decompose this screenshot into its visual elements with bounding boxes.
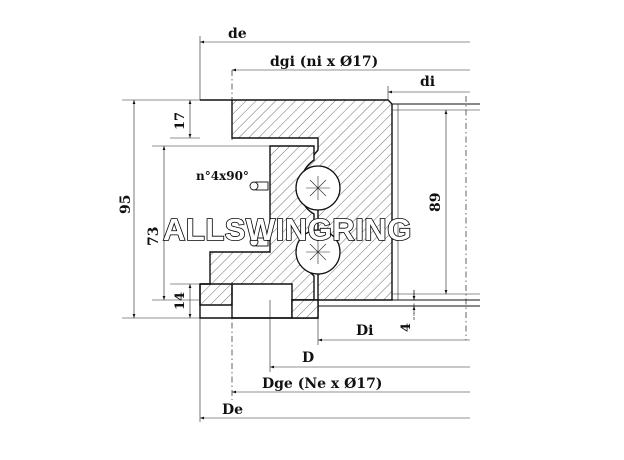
label-95: 95 bbox=[118, 195, 134, 214]
label-D: D bbox=[302, 350, 314, 366]
dim-de: de bbox=[199, 26, 470, 100]
dim-di: di bbox=[387, 74, 470, 100]
dim-14: 14 bbox=[170, 283, 200, 318]
label-4: 4 bbox=[399, 323, 414, 332]
label-Dge: Dge (Ne x Ø17) bbox=[262, 376, 382, 392]
ball-lower bbox=[295, 229, 341, 275]
label-17: 17 bbox=[173, 112, 188, 130]
label-De: De bbox=[222, 402, 243, 418]
ball-upper bbox=[295, 165, 341, 211]
label-de: de bbox=[228, 26, 247, 42]
label-Di: Di bbox=[356, 323, 373, 339]
label-di: di bbox=[420, 74, 435, 90]
grease-nipple-upper bbox=[249, 181, 269, 191]
dim-Dge: Dge (Ne x Ø17) bbox=[232, 376, 470, 394]
dim-17: 17 bbox=[170, 100, 200, 139]
dim-95: 95 bbox=[118, 99, 200, 319]
label-89: 89 bbox=[428, 193, 444, 212]
dim-73: 73 bbox=[146, 145, 270, 301]
dim-4: 4 bbox=[399, 290, 416, 332]
label-grease-holes: n°4x90° bbox=[196, 169, 249, 183]
outer-ring-section bbox=[199, 145, 319, 319]
grease-nipple-lower bbox=[249, 237, 269, 247]
dim-dgi: dgi (ni x Ø17) bbox=[232, 54, 470, 72]
label-73: 73 bbox=[146, 227, 162, 246]
bore-lines bbox=[318, 96, 480, 340]
label-14: 14 bbox=[173, 292, 188, 310]
watermark-allswingring: ALLSWINGRING bbox=[163, 212, 412, 247]
dim-89: 89 bbox=[428, 110, 448, 294]
dim-Di: Di bbox=[317, 312, 470, 345]
dim-D: D bbox=[269, 300, 470, 372]
label-dgi: dgi (ni x Ø17) bbox=[270, 54, 378, 70]
dim-De: De bbox=[199, 318, 470, 422]
